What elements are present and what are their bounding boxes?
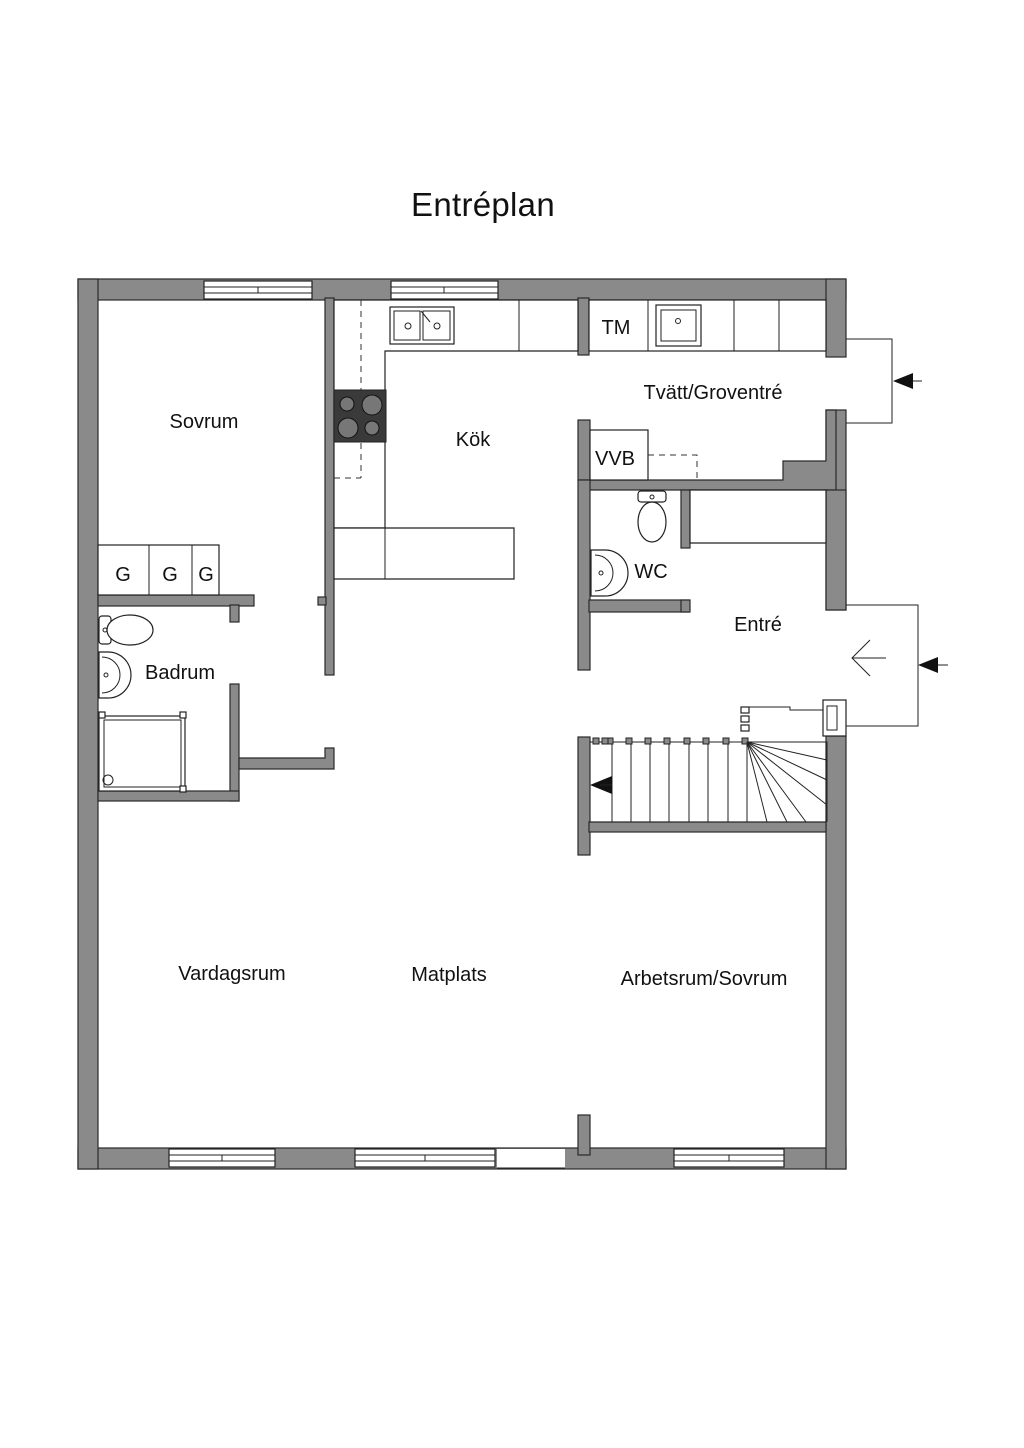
stair-baluster [683,737,691,745]
closets: G G G [97,544,220,596]
wall-right-3 [825,735,847,1170]
wall-badrum-stub [238,747,335,770]
window-kok [390,280,499,300]
room-label-badrum: Badrum [145,662,215,684]
entrances [822,338,948,737]
stair-baluster [722,737,730,745]
wall-badrum-right [229,683,240,802]
window-matplats [354,1148,496,1168]
room-label-tm: TM [602,317,631,339]
entre-cabinet [689,489,827,544]
closet-label-1: G [115,564,131,586]
wall-wc-left [577,479,591,671]
wall-wc-bottom [588,599,690,613]
wall-sovrum-bottom [97,594,255,607]
stair-baluster [601,737,609,745]
interior-walls [97,297,847,1156]
wall-bottom-partition [577,1114,591,1156]
stair-baluster [702,737,710,745]
stair-baluster [644,737,652,745]
bottom-opening [497,1149,565,1168]
washbasin-icon [590,549,629,597]
room-label-entre: Entré [734,614,782,636]
sink-icon [389,306,455,345]
window-vardagsrum [168,1148,276,1168]
room-label-vardagsrum: Vardagsrum [178,963,285,985]
wall-badrum-bottom [97,790,240,802]
room-label-vvb: VVB [595,448,635,470]
toilet-icon [98,614,154,646]
hob-icon [333,389,387,443]
wall-sovrum-kok [324,297,335,676]
wall-wc-right [680,489,691,549]
washbasin-icon [98,651,132,699]
wall-kok-tvatt [577,297,590,356]
wall-stair-bottom [588,821,827,833]
kitchen-fixtures [333,299,827,580]
shower-icon [98,711,187,793]
stair-baluster [741,737,749,745]
entry-arrow-icon [918,657,938,673]
room-label-tvatt: Tvätt/Groventré [644,382,783,404]
stair-treads [592,737,749,822]
entry-arrow-icon [893,373,913,389]
closet-label-2: G [162,564,178,586]
bathroom-fixtures [98,614,187,793]
room-label-arbetsrum: Arbetsrum/Sovrum [621,968,788,990]
wall-left [77,278,99,1170]
room-label-matplats: Matplats [411,964,487,986]
stair-baluster [663,737,671,745]
sink-icon [655,304,702,347]
room-label-wc: WC [634,561,667,583]
stair-baluster [592,737,600,745]
window-sovrum [203,280,313,300]
closet-label-3: G [198,564,214,586]
wall-stair-left [577,736,591,856]
toilet-icon [637,490,667,543]
stair-baluster [625,737,633,745]
room-label-sovrum: Sovrum [170,411,239,433]
wall-right-1 [825,278,847,358]
page-title: Entréplan [411,186,555,223]
window-arbetsrum [673,1148,785,1168]
room-labels: Sovrum Kök Tvätt/Groventré TM VVB WC Ent… [145,317,787,990]
staircase [590,706,828,823]
windows [168,280,785,1169]
wc-fixtures [590,490,667,597]
room-label-kok: Kök [456,429,491,451]
